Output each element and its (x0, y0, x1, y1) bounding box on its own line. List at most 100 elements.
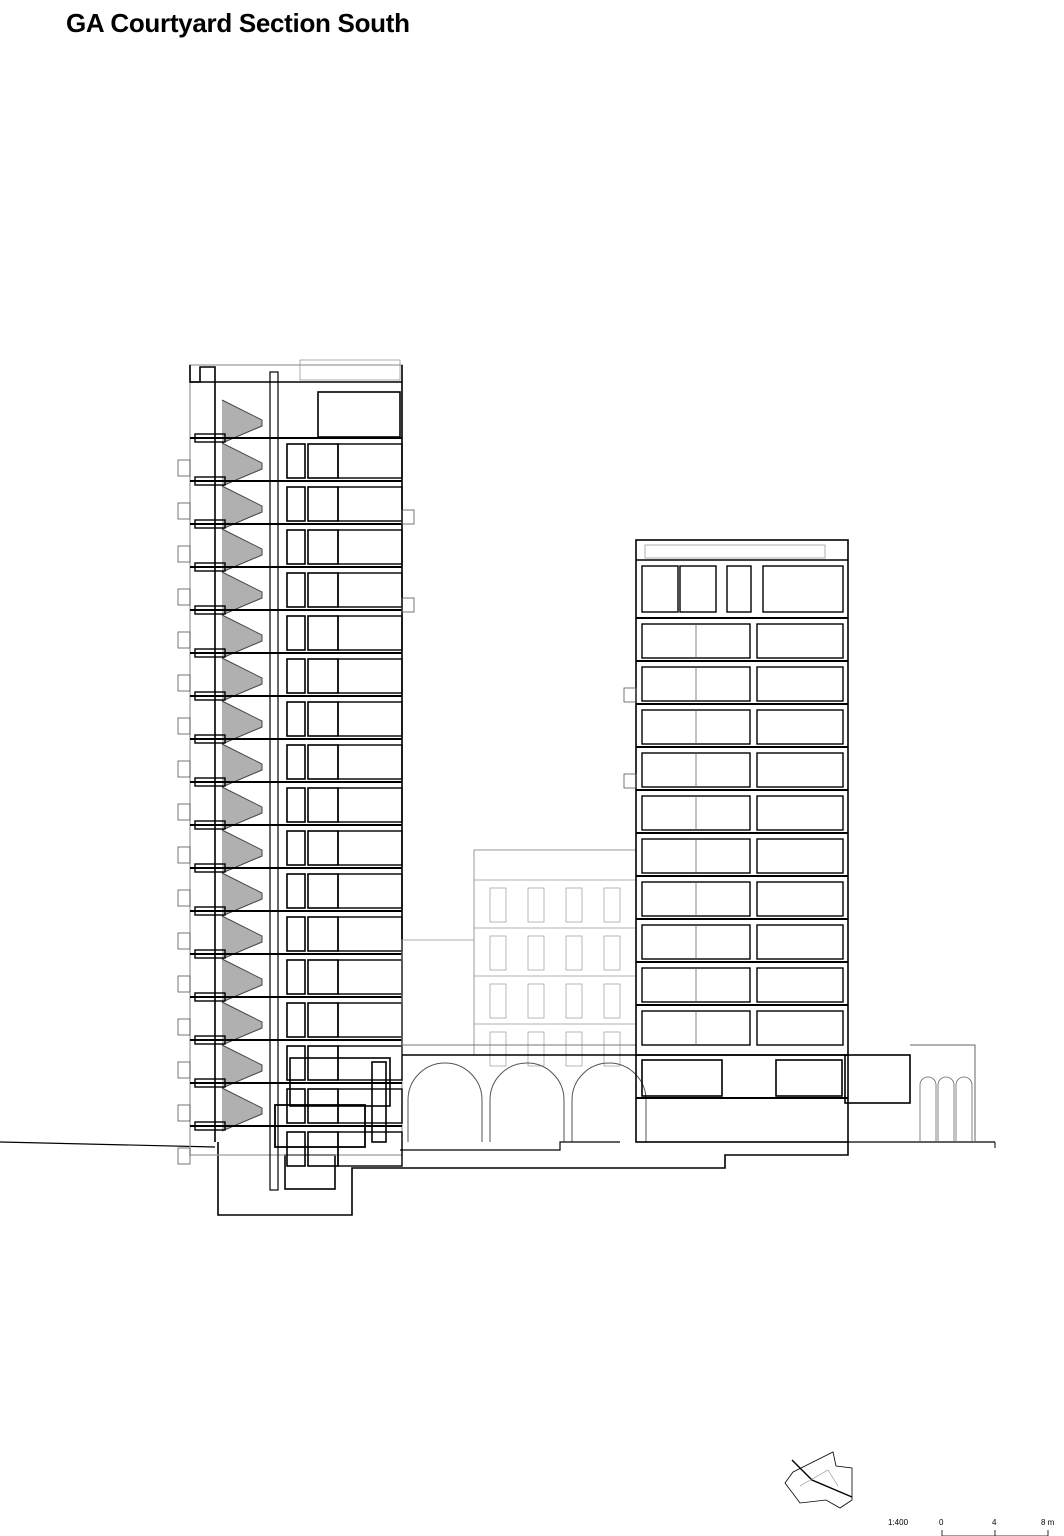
left-core-room (286, 572, 306, 608)
left-room-a (307, 701, 339, 737)
left-core-room (286, 443, 306, 479)
right-room-b (756, 709, 844, 745)
left-slab-edge (194, 949, 226, 959)
left-room-b (337, 959, 403, 995)
scale-tick-0: 0 (939, 1518, 944, 1527)
left-balcony-east (401, 509, 415, 525)
courtyard-window (527, 887, 545, 923)
left-room-b (337, 529, 403, 565)
left-top-room (317, 391, 401, 438)
left-slab-edge (194, 906, 226, 916)
left-balcony-east (401, 597, 415, 613)
stair-flight (221, 528, 263, 573)
left-room-a (307, 1002, 339, 1038)
courtyard-window (489, 935, 507, 971)
right-balcony-west (623, 773, 637, 789)
left-room-b (337, 1002, 403, 1038)
left-balcony (177, 545, 191, 563)
left-core-room (286, 486, 306, 522)
right-room-b (756, 881, 844, 917)
left-room-a (307, 916, 339, 952)
left-slab-edge (194, 691, 226, 701)
courtyard-window (603, 887, 621, 923)
left-slab-edge (194, 476, 226, 486)
left-room-b (337, 572, 403, 608)
right-balcony-west (623, 687, 637, 703)
left-slab-edge (194, 648, 226, 658)
left-room-b (337, 443, 403, 479)
roof-plant-left (299, 359, 401, 381)
left-slab-edge (194, 777, 226, 787)
right-room-b (756, 924, 844, 960)
ground-line-left (0, 1141, 216, 1148)
courtyard-window (489, 887, 507, 923)
left-balcony (177, 674, 191, 692)
left-room-b (337, 701, 403, 737)
left-balcony (177, 1147, 191, 1165)
courtyard-window (603, 983, 621, 1019)
left-room-b (337, 615, 403, 651)
right-podium-room-b (775, 1059, 843, 1097)
courtyard-window (565, 1031, 583, 1067)
arch (571, 1062, 647, 1142)
left-room-b (337, 916, 403, 952)
left-slab-edge (194, 562, 226, 572)
left-core-room (286, 615, 306, 651)
left-slab-edge (194, 820, 226, 830)
left-slab-edge (194, 734, 226, 744)
left-room-a (307, 873, 339, 909)
annex-arcade (910, 1044, 976, 1142)
courtyard-window (565, 935, 583, 971)
right-top-room-a (641, 565, 679, 613)
left-slab-edge (194, 992, 226, 1002)
courtyard-window (527, 1031, 545, 1067)
left-slab-edge (194, 433, 226, 443)
left-room-a (307, 1131, 339, 1167)
left-balcony (177, 932, 191, 950)
right-room-b (756, 967, 844, 1003)
stair-flight (221, 743, 263, 788)
left-room-a (307, 615, 339, 651)
left-room-a (307, 486, 339, 522)
left-core-room (286, 1131, 306, 1167)
key-plan-inner-lines (799, 1469, 839, 1487)
basement-outline (217, 1142, 849, 1216)
left-room-b (337, 1045, 403, 1081)
left-room-b (337, 486, 403, 522)
stair-flight (221, 614, 263, 659)
right-room-b (756, 666, 844, 702)
courtyard-window (489, 983, 507, 1019)
left-room-a (307, 443, 339, 479)
courtyard-window (489, 1031, 507, 1067)
arch (489, 1062, 565, 1142)
stair-flight (221, 485, 263, 530)
left-core-room (286, 701, 306, 737)
annex-room (844, 1054, 911, 1104)
left-balcony (177, 717, 191, 735)
stair-flight (221, 829, 263, 874)
stair-flight (221, 872, 263, 917)
left-slab-edge (194, 1035, 226, 1045)
stair-flight (221, 1001, 263, 1046)
left-room-a (307, 572, 339, 608)
left-balcony (177, 760, 191, 778)
scale-bar-segment-2 (995, 1530, 1049, 1536)
left-core-room (286, 959, 306, 995)
key-plan-outline (784, 1451, 853, 1509)
courtyard-window (565, 887, 583, 923)
courtyard-lower-block (401, 939, 475, 1056)
left-core-room (286, 830, 306, 866)
courtyard-window (527, 935, 545, 971)
left-room-a (307, 658, 339, 694)
left-tower-left-wall (189, 365, 216, 1142)
right-top-room-c (726, 565, 752, 613)
left-room-a (307, 1045, 339, 1081)
key-plan-section-cut (791, 1459, 853, 1498)
left-room-b (337, 1131, 403, 1167)
left-room-b (337, 830, 403, 866)
left-slab-edge (194, 863, 226, 873)
scale-bar-segment-1 (941, 1530, 996, 1536)
left-core-room (286, 744, 306, 780)
left-podium-wall (371, 1061, 387, 1143)
